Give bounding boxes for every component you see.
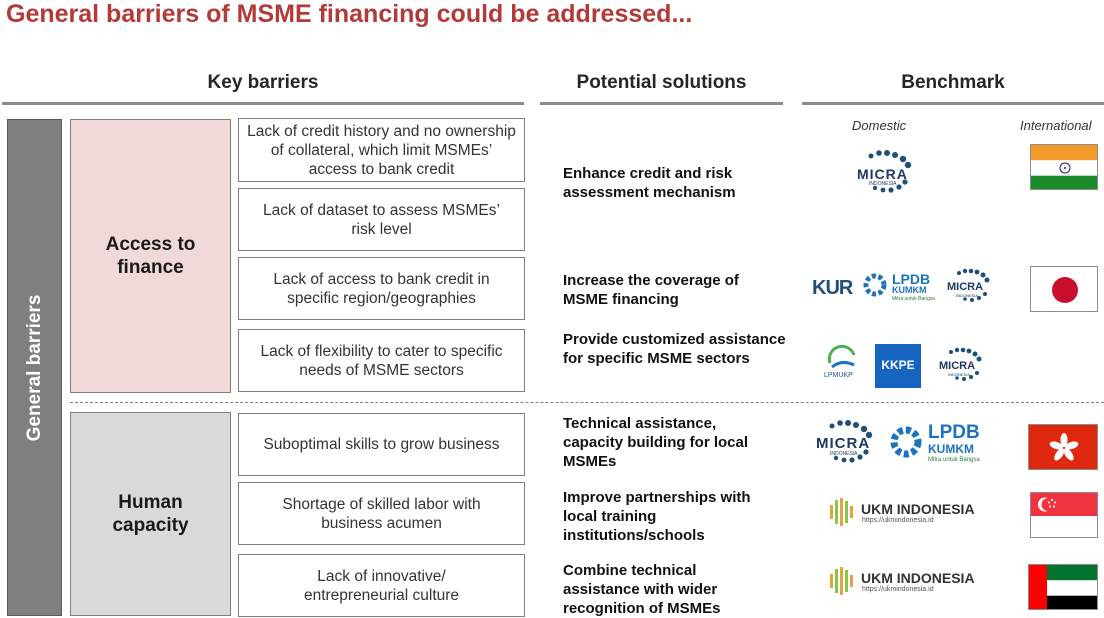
benchmark-international-label: International	[1020, 118, 1092, 133]
barrier-text: Lack of innovative/ entrepreneurial cult…	[303, 567, 460, 604]
lpdb-logo: LPDB KUMKM Mitra untuk Bangsa	[888, 422, 984, 466]
solution-text: Provide customized assistance for specif…	[563, 331, 786, 367]
barrier-box: Lack of innovative/ entrepreneurial cult…	[238, 554, 525, 617]
category-label: Access to finance	[105, 234, 196, 278]
micra-wordmark: MICRA	[816, 435, 871, 452]
micra-dots-icon	[957, 268, 990, 302]
micra-dots-icon	[949, 347, 982, 381]
general-barriers-sidebar: General barriers	[7, 119, 62, 616]
ukm-stripes-icon	[830, 567, 853, 595]
page-title: General barriers of MSME financing could…	[6, 0, 693, 28]
barrier-box: Lack of flexibility to cater to specific…	[238, 329, 525, 392]
ukm-url: https://ukmindonesia.id	[862, 517, 934, 524]
header-rule	[540, 102, 783, 105]
japan-flag-icon	[1031, 267, 1097, 311]
micra-wordmark: MICRA	[857, 166, 908, 182]
micra-logo: MICRA INDONESIA	[853, 150, 919, 196]
barrier-box: Lack of access to bank credit in specifi…	[238, 257, 525, 320]
lpdb-subtitle: KUMKM	[892, 285, 927, 295]
general-barriers-label: General barriers	[23, 294, 45, 441]
hong-kong-flag	[1028, 424, 1098, 470]
category-access-to-finance: Access to finance	[70, 119, 231, 393]
lpdb-tagline: Mitra untuk Bangsa	[928, 457, 980, 463]
barrier-text: Lack of credit history and no ownership …	[247, 122, 516, 178]
ukm-url: https://ukmindonesia.id	[862, 586, 934, 593]
micra-subtitle: INDONESIA	[830, 451, 858, 457]
micra-wordmark: MICRA	[947, 281, 984, 293]
lpdb-subtitle: KUMKM	[928, 442, 974, 456]
barrier-text: Suboptimal skills to grow business	[263, 436, 500, 453]
ukm-wordmark: UKM INDONESIA	[861, 570, 975, 586]
barrier-box: Shortage of skilled labor with business …	[238, 482, 525, 545]
micra-logo: MICRA INDONESIA	[937, 347, 987, 383]
barrier-text: Lack of access to bank credit in specifi…	[273, 270, 490, 307]
micra-logo: MICRA INDONESIA	[945, 268, 995, 304]
solution-text: Increase the coverage of MSME financing	[563, 272, 739, 308]
lpdb-gear-icon	[890, 426, 922, 458]
india-flag-icon	[1031, 145, 1097, 189]
header-rule	[802, 102, 1104, 105]
barrier-text: Lack of dataset to assess MSMEs’ risk le…	[263, 201, 500, 238]
barrier-text: Lack of flexibility to cater to specific…	[260, 342, 503, 379]
lpdb-tagline: Mitra untuk Bangsa	[892, 296, 936, 302]
benchmark-domestic-label: Domestic	[852, 118, 907, 133]
micra-dots-icon	[829, 420, 873, 463]
solution-text: Combine technical assistance with wider …	[563, 562, 721, 617]
solution-text: Improve partnerships with local training…	[563, 489, 751, 544]
japan-flag	[1030, 266, 1098, 312]
section-divider	[70, 402, 1104, 403]
ukm-indonesia-logo: UKM INDONESIA https://ukmindonesia.id	[828, 497, 978, 529]
header-key-barriers: Key barriers	[207, 72, 319, 93]
ukm-indonesia-logo: UKM INDONESIA https://ukmindonesia.id	[828, 566, 978, 598]
lpmukp-wave-icon	[827, 345, 856, 369]
lpdb-gear-icon	[863, 273, 887, 297]
micra-subtitle: INDONESIA	[869, 181, 897, 187]
micra-logo: MICRA INDONESIA	[814, 420, 878, 464]
micra-subtitle: INDONESIA	[956, 293, 979, 298]
india-flag	[1030, 144, 1098, 190]
micra-wordmark: MICRA	[939, 360, 976, 372]
barrier-text: Shortage of skilled labor with business …	[282, 495, 481, 532]
solution-text: Technical assistance, capacity building …	[563, 415, 749, 470]
lpdb-wordmark: LPDB	[928, 422, 980, 443]
barrier-box: Lack of credit history and no ownership …	[238, 118, 525, 182]
kkpe-logo: KKPE	[875, 344, 921, 388]
micra-dots-icon	[868, 150, 912, 193]
lpmukp-logo: LPMUKP	[822, 345, 862, 383]
singapore-flag	[1030, 492, 1098, 538]
hong-kong-flag-icon	[1029, 425, 1097, 469]
header-rule	[2, 102, 524, 105]
category-human-capacity: Human capacity	[70, 412, 231, 616]
ukm-wordmark: UKM INDONESIA	[861, 501, 975, 517]
lpmukp-wordmark: LPMUKP	[824, 372, 853, 379]
header-benchmark: Benchmark	[901, 72, 1005, 93]
singapore-flag-icon	[1031, 493, 1097, 537]
kkpe-wordmark: KKPE	[881, 358, 915, 372]
barrier-box: Suboptimal skills to grow business	[238, 413, 525, 476]
lpdb-wordmark: LPDB	[892, 271, 931, 287]
ukm-stripes-icon	[830, 498, 853, 526]
category-label: Human capacity	[112, 492, 189, 536]
micra-subtitle: INDONESIA	[948, 372, 971, 377]
barrier-box: Lack of dataset to assess MSMEs’ risk le…	[238, 188, 525, 251]
lpdb-logo: LPDB KUMKM Mitra untuk Bangsa	[862, 271, 938, 305]
solution-text: Enhance credit and risk assessment mecha…	[563, 165, 736, 201]
header-potential-solutions: Potential solutions	[576, 72, 747, 93]
kur-logo: KUR	[812, 277, 853, 299]
uae-flag	[1028, 564, 1098, 610]
uae-flag-icon	[1029, 565, 1097, 609]
